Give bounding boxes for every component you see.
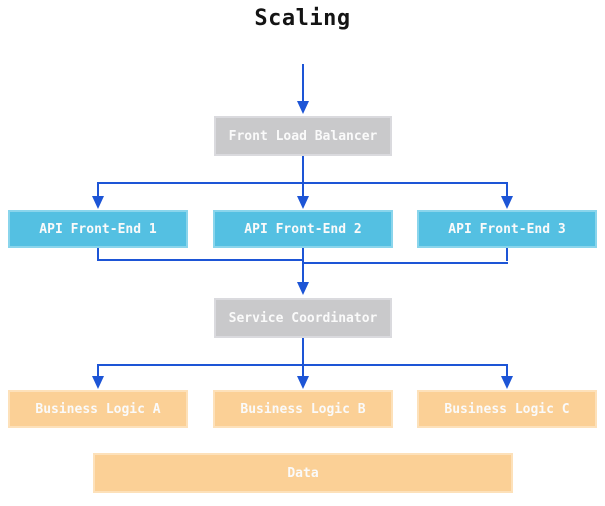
arrow-down-icon: [297, 196, 309, 209]
connector-line: [302, 338, 304, 365]
connector-line: [97, 259, 304, 261]
node-label: Business Logic A: [35, 401, 161, 417]
node-front-load-balancer: Front Load Balancer: [214, 116, 392, 156]
arrow-down-icon: [297, 282, 309, 295]
connector-line: [97, 364, 99, 377]
arrow-down-icon: [501, 196, 513, 209]
connector-line: [97, 248, 99, 261]
node-business-logic-c: Business Logic C: [417, 390, 597, 428]
connector-line: [302, 64, 304, 101]
node-api-front-end-3: API Front-End 3: [417, 210, 597, 248]
node-label: Data: [287, 465, 319, 481]
arrow-down-icon: [297, 376, 309, 389]
connector-line: [506, 364, 508, 377]
node-api-front-end-2: API Front-End 2: [213, 210, 393, 248]
connector-line: [302, 156, 304, 183]
diagram-title: Scaling: [254, 6, 351, 31]
node-api-front-end-1: API Front-End 1: [8, 210, 188, 248]
node-service-coordinator: Service Coordinator: [214, 298, 392, 338]
arrow-down-icon: [501, 376, 513, 389]
arrow-down-icon: [92, 196, 104, 209]
connector-line: [302, 364, 304, 377]
connector-line: [506, 182, 508, 196]
node-data: Data: [93, 453, 513, 493]
node-business-logic-a: Business Logic A: [8, 390, 188, 428]
arrow-down-icon: [92, 376, 104, 389]
node-label: Service Coordinator: [228, 310, 378, 326]
node-business-logic-b: Business Logic B: [213, 390, 393, 428]
node-label: Front Load Balancer: [228, 128, 378, 144]
node-label: API Front-End 2: [244, 221, 362, 237]
node-label: API Front-End 3: [448, 221, 566, 237]
connector-line: [302, 262, 508, 264]
connector-line: [302, 248, 304, 283]
connector-line: [302, 182, 304, 196]
arrow-down-icon: [297, 101, 309, 114]
connector-line: [506, 248, 508, 261]
node-label: Business Logic C: [444, 401, 570, 417]
node-label: Business Logic B: [240, 401, 366, 417]
node-label: API Front-End 1: [39, 221, 157, 237]
connector-line: [97, 182, 99, 196]
